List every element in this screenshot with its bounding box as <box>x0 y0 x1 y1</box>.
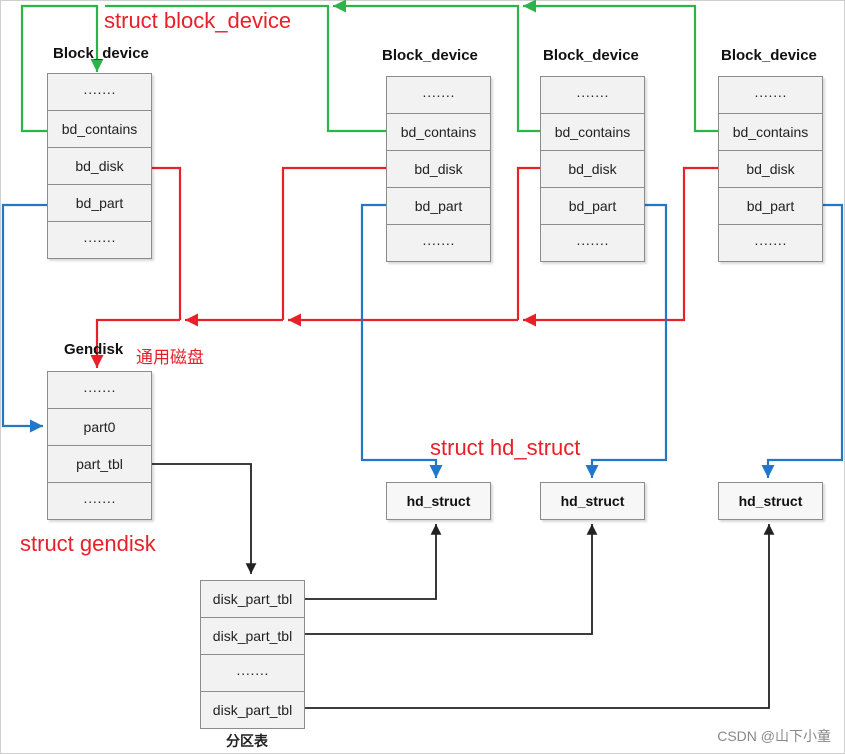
disk-part-tbl-row: disk_part_tbl <box>212 702 293 718</box>
struct-block-device-label: struct block_device <box>104 8 292 33</box>
field-ellipsis: ······· <box>541 77 644 114</box>
partition-table-box: disk_part_tbl disk_part_tbl ······· disk… <box>200 580 305 729</box>
block-device-box-4: ······· bd_contains bd_disk bd_part ····… <box>718 76 823 262</box>
field-ellipsis: ······· <box>576 235 609 251</box>
bd-disk-links <box>90 166 718 368</box>
field-bd-part: bd_part <box>719 188 822 225</box>
gendisk-title: Gendisk <box>64 341 124 358</box>
field-bd-contains: bd_contains <box>48 111 151 148</box>
disk-part-tbl-row: disk_part_tbl <box>201 618 304 655</box>
block-device-box-2: ······· bd_contains bd_disk bd_part ····… <box>386 76 491 262</box>
field-part-tbl: part_tbl <box>48 446 151 483</box>
block-device-box-1: ······· bd_contains bd_disk bd_part ····… <box>47 73 152 259</box>
block-device-title-2: Block_device <box>382 47 478 64</box>
field-ellipsis: ······· <box>83 493 116 509</box>
field-bd-part: bd_part <box>48 185 151 222</box>
hd-struct-box-1: hd_struct <box>386 482 491 520</box>
partition-table-links <box>150 463 775 709</box>
bd-contains-links <box>20 0 718 133</box>
field-bd-disk: bd_disk <box>387 151 490 188</box>
field-ellipsis: ······· <box>83 232 116 248</box>
field-ellipsis: ······· <box>48 372 151 409</box>
watermark: CSDN @山下小童 <box>717 728 831 744</box>
field-ellipsis: ······· <box>719 77 822 114</box>
field-ellipsis: ······· <box>754 235 787 251</box>
field-ellipsis: ······· <box>422 235 455 251</box>
struct-hd-struct-label: struct hd_struct <box>430 435 581 460</box>
gendisk-box: ······· part0 part_tbl ······· <box>47 371 152 520</box>
field-part0: part0 <box>48 409 151 446</box>
field-bd-disk: bd_disk <box>719 151 822 188</box>
block-device-box-3: ······· bd_contains bd_disk bd_part ····… <box>540 76 645 262</box>
field-bd-disk: bd_disk <box>541 151 644 188</box>
disk-part-tbl-row: disk_part_tbl <box>201 581 304 618</box>
field-bd-contains: bd_contains <box>541 114 644 151</box>
field-bd-part: bd_part <box>541 188 644 225</box>
disk-part-tbl-row: ······· <box>201 655 304 692</box>
hd-struct-box-2: hd_struct <box>540 482 645 520</box>
field-bd-contains: bd_contains <box>719 114 822 151</box>
partition-table-caption: 分区表 <box>226 733 268 749</box>
block-device-title-3: Block_device <box>543 47 639 64</box>
field-ellipsis: ······· <box>387 77 490 114</box>
block-device-title-4: Block_device <box>721 47 817 64</box>
hd-struct-box-3: hd_struct <box>718 482 823 520</box>
field-bd-part: bd_part <box>387 188 490 225</box>
bd-part-links <box>1 203 844 478</box>
field-ellipsis: ······· <box>48 74 151 111</box>
field-bd-disk: bd_disk <box>48 148 151 185</box>
struct-gendisk-label: struct gendisk <box>20 531 156 556</box>
gendisk-chinese-label: 通用磁盘 <box>136 348 204 367</box>
field-bd-contains: bd_contains <box>387 114 490 151</box>
block-device-title-1: Block_device <box>53 45 149 62</box>
